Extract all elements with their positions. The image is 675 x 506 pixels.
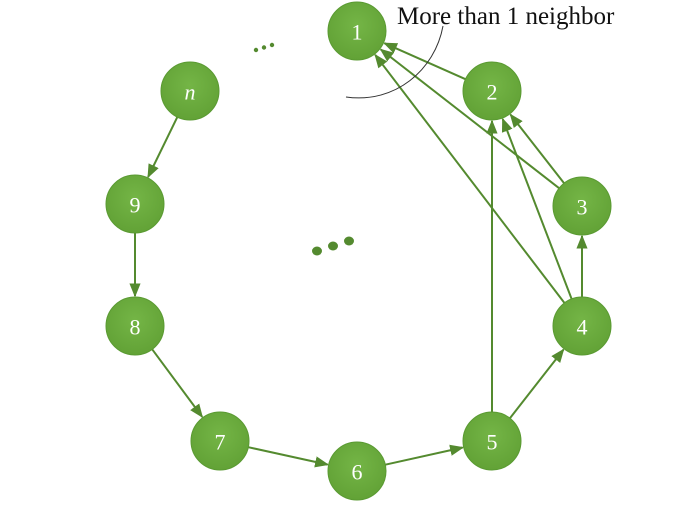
node-label: 2	[487, 80, 498, 105]
node-5: 5	[462, 411, 522, 471]
edge-4-to-1	[374, 53, 566, 304]
node-n: n	[160, 61, 220, 121]
edge-3-to-2	[509, 113, 565, 184]
edge-3-to-1	[379, 48, 560, 189]
edge-2-to-1	[383, 42, 466, 81]
node-circle	[462, 61, 522, 121]
node-label: 8	[130, 315, 141, 340]
node-1: 1	[327, 1, 387, 61]
node-circle	[552, 176, 612, 236]
edge-5-to-4	[509, 348, 565, 419]
node-label: 1	[352, 20, 363, 45]
node-circle	[190, 411, 250, 471]
node-circle	[552, 296, 612, 356]
edge-8-to-7	[151, 348, 204, 419]
node-7: 7	[190, 411, 250, 471]
node-2: 2	[462, 61, 522, 121]
node-4: 4	[552, 296, 612, 356]
node-3: 3	[552, 176, 612, 236]
node-label: 4	[577, 315, 588, 340]
node-label: n	[185, 80, 196, 105]
node-6: 6	[327, 441, 387, 501]
annotation-text: More than 1 neighbor	[397, 3, 615, 30]
edge-7-to-6	[248, 446, 330, 468]
node-circle	[327, 441, 387, 501]
node-circle	[105, 174, 165, 234]
annotation-callout-arc	[345, 25, 444, 99]
edge-4-to-2	[501, 117, 573, 300]
node-circle	[160, 61, 220, 121]
node-circle	[462, 411, 522, 471]
node-9: 9	[105, 174, 165, 234]
nodes-layer: 1 2 3 4 5 6 7 8 9 n	[105, 1, 612, 501]
top-ellipsis	[253, 42, 275, 53]
node-label: 7	[215, 430, 226, 455]
node-label: 5	[487, 430, 498, 455]
node-circle	[327, 1, 387, 61]
edge-6-to-5	[385, 444, 465, 466]
edges-layer	[129, 42, 588, 468]
node-circle	[105, 296, 165, 356]
node-label: 6	[352, 460, 363, 485]
node-8: 8	[105, 296, 165, 356]
node-label: 9	[130, 193, 141, 218]
center-ellipsis	[312, 236, 354, 256]
node-label: 3	[577, 195, 588, 220]
edge-n-to-9	[147, 116, 179, 179]
